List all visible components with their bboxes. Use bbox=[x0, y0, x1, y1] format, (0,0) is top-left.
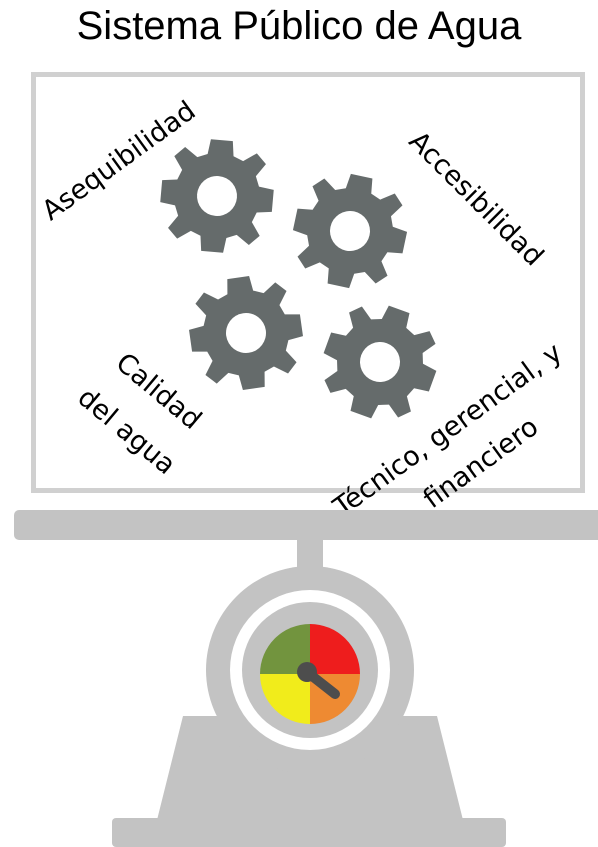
gear-icon bbox=[283, 164, 417, 298]
system-frame bbox=[31, 72, 585, 493]
gear-icon bbox=[308, 290, 452, 434]
gear-icon bbox=[156, 135, 278, 257]
gauge-icon bbox=[260, 624, 360, 724]
label-accesibilidad: Accesibilidad bbox=[403, 126, 550, 273]
gear-icon bbox=[182, 269, 310, 397]
diagram-title: Sistema Público de Agua bbox=[76, 4, 522, 48]
